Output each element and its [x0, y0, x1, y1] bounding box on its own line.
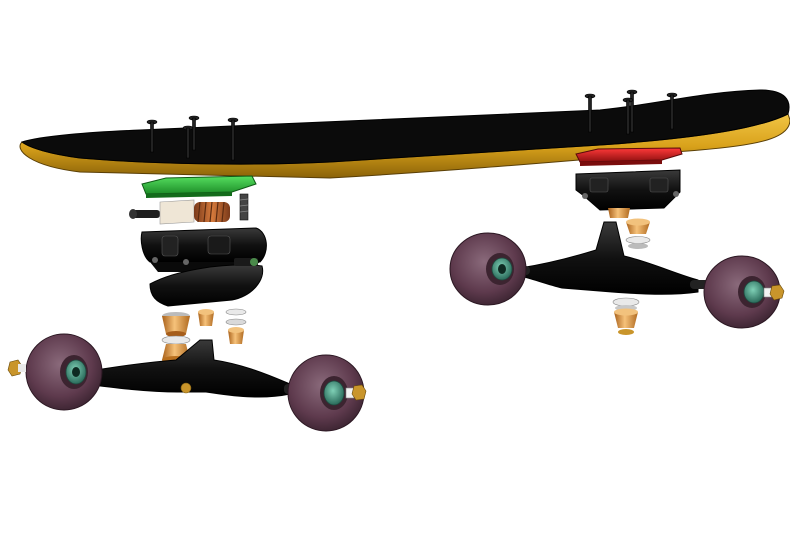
rear-right-axle-nut: [769, 284, 785, 301]
riser-pad-rear: [575, 147, 683, 166]
screw-front-3: [182, 125, 194, 159]
front-pivot-hardware: [234, 258, 258, 266]
screw-front-1: [146, 119, 158, 153]
rear-baseplate: [575, 169, 681, 211]
deck-top: [20, 89, 790, 165]
rear-wheel-left: [449, 232, 527, 306]
screw-rear-4: [666, 92, 678, 130]
kingpin-spring: [129, 193, 249, 225]
front-bushings: [161, 308, 247, 364]
rear-bushings-top: [608, 208, 651, 249]
front-right-axle-nut: [351, 384, 367, 401]
riser-pad-front: [141, 175, 257, 198]
deck: [19, 89, 790, 179]
screw-front-4: [227, 117, 239, 161]
front-left-axle-nut: [7, 359, 26, 377]
front-truck: [7, 193, 367, 432]
screw-rear-3: [622, 97, 634, 135]
mounting-screws: [146, 89, 678, 161]
front-wheel-right: [287, 354, 367, 432]
rear-truck: [449, 169, 785, 335]
screw-front-2: [188, 115, 200, 151]
front-wheel-left: [7, 333, 103, 411]
screw-rear-2: [626, 89, 638, 133]
rear-hanger: [500, 221, 714, 295]
front-pivot-block: [149, 264, 264, 307]
rear-wheel-right: [703, 255, 785, 329]
screw-rear-1: [584, 93, 596, 133]
rear-bushings-bottom: [612, 297, 640, 335]
